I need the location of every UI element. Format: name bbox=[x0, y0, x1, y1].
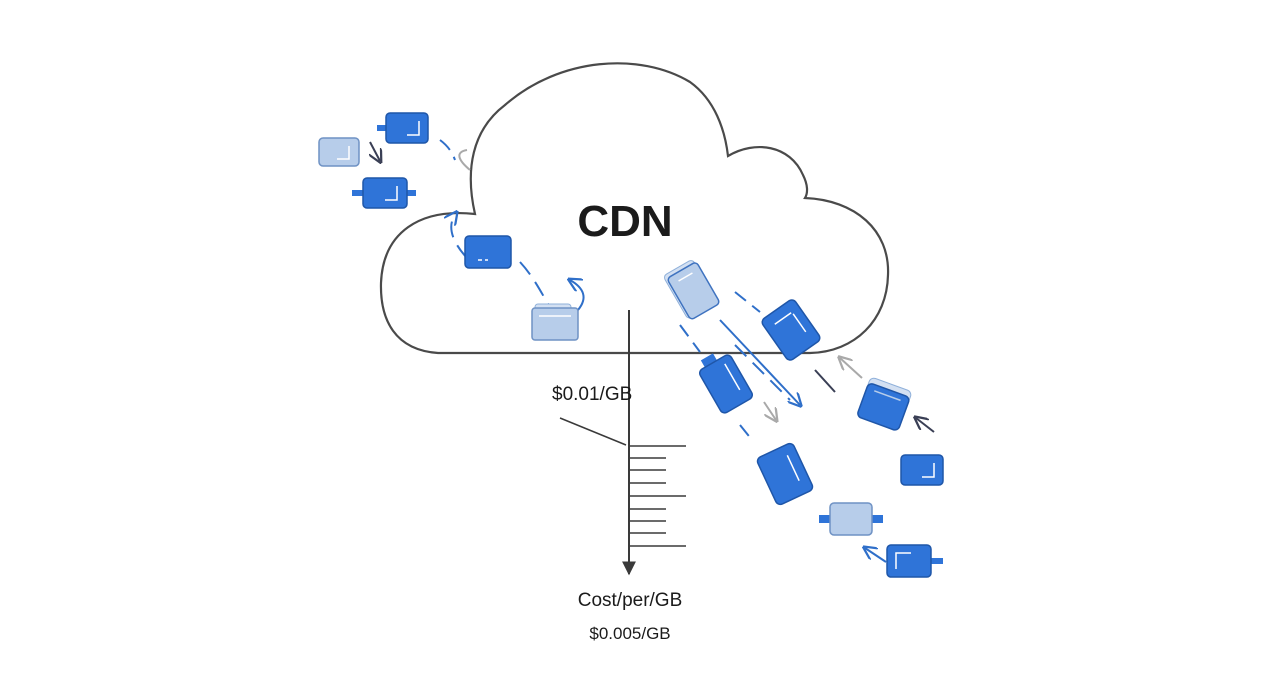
file-icon bbox=[377, 112, 429, 144]
arrow-icon bbox=[734, 344, 791, 401]
axis-label: Cost/per/GB bbox=[578, 590, 683, 611]
file-icon bbox=[886, 544, 943, 578]
file-icon bbox=[698, 353, 754, 414]
file-icon bbox=[756, 442, 814, 506]
file-icon bbox=[819, 502, 883, 536]
arrow-icon bbox=[570, 280, 585, 311]
arrow-icon bbox=[739, 424, 753, 441]
price-high-label: $0.01/GB bbox=[552, 384, 632, 405]
outbound-files bbox=[664, 260, 944, 578]
file-icon bbox=[531, 303, 579, 341]
file-icon bbox=[761, 299, 821, 361]
arrow-icon bbox=[458, 149, 471, 171]
cdn-cloud bbox=[379, 62, 890, 355]
arrow-icon bbox=[840, 358, 863, 379]
file-icon bbox=[318, 137, 360, 167]
inbound-flow-arrows bbox=[370, 139, 585, 311]
file-icon bbox=[857, 377, 912, 431]
outbound-flow-arrows bbox=[679, 291, 935, 563]
arrow-icon bbox=[679, 324, 701, 353]
cost-axis bbox=[559, 310, 686, 576]
arrow-icon bbox=[719, 319, 800, 405]
cdn-label: CDN bbox=[577, 197, 672, 246]
arrow-icon bbox=[451, 213, 468, 259]
price-low-label: $0.005/GB bbox=[589, 624, 670, 643]
arrow-icon bbox=[865, 548, 887, 563]
arrow-icon bbox=[519, 261, 549, 305]
arrow-icon bbox=[763, 401, 776, 420]
arrow-icon bbox=[370, 141, 380, 161]
file-icon bbox=[352, 177, 416, 209]
file-icon bbox=[464, 235, 512, 269]
arrow-icon bbox=[439, 139, 456, 161]
arrow-icon bbox=[814, 369, 836, 393]
file-icon bbox=[900, 454, 944, 486]
inbound-files bbox=[318, 112, 579, 341]
file-icon bbox=[664, 260, 720, 320]
arrow-icon bbox=[734, 291, 761, 313]
arrow-icon bbox=[916, 418, 935, 433]
axis-ticks bbox=[629, 445, 686, 547]
